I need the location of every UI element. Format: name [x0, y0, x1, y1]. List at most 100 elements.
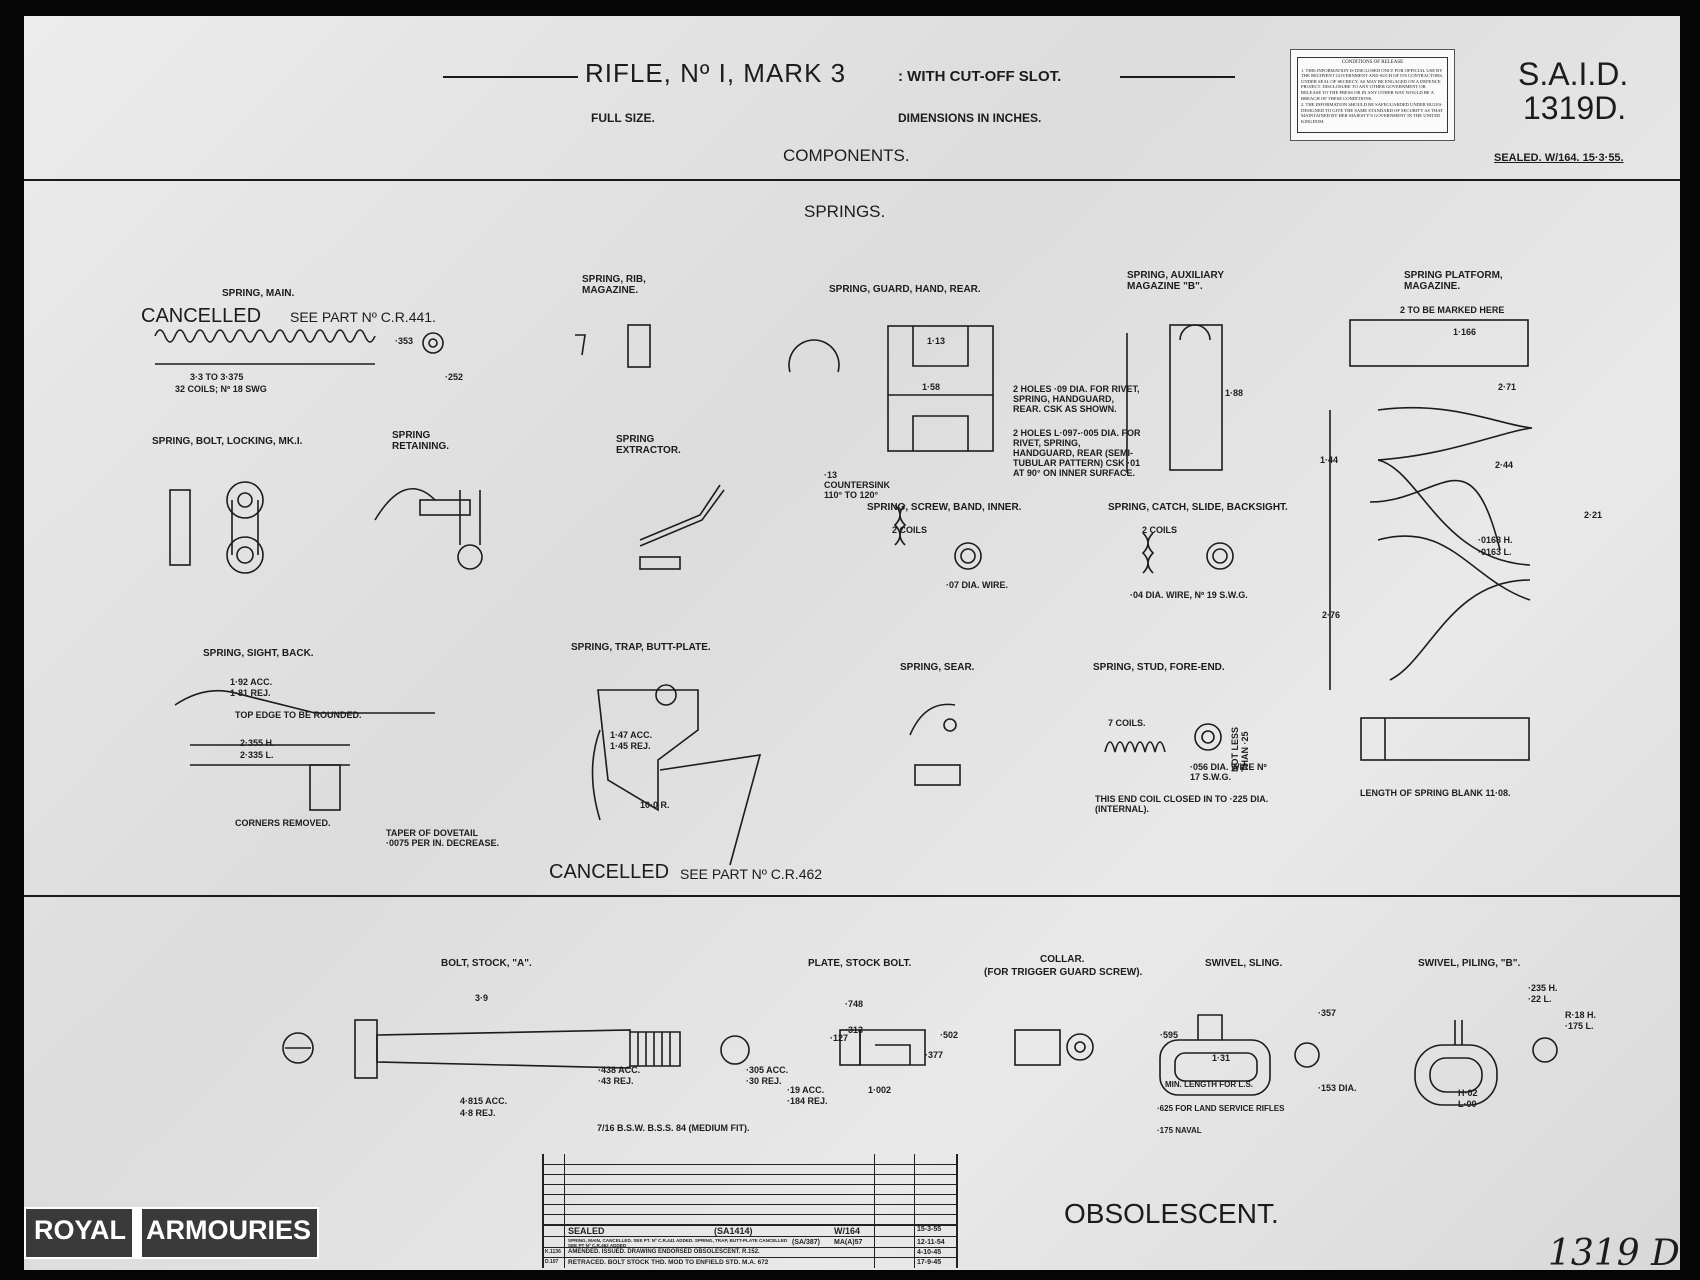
spring-sear-drawing: [909, 703, 961, 786]
revision-row-text: SEALED: [568, 1226, 605, 1236]
drawing-note: CORNERS REMOVED.: [235, 818, 331, 828]
drawing-note: ·13 COUNTERSINK 110° TO 120°: [824, 470, 891, 500]
revision-row-number: MA(A)57: [834, 1239, 863, 1246]
drawing-note: LENGTH OF SPRING BLANK 11·08.: [1360, 788, 1511, 798]
drawing-note: ·07 DIA. WIRE.: [946, 580, 1009, 590]
dimension-label: 2·44: [1495, 460, 1514, 470]
drawing-note: 7/16 B.S.W. B.S.S. 84 (MEDIUM FIT).: [597, 1123, 750, 1133]
dimension-label: 1·002: [868, 1085, 892, 1095]
dimension-label: ·30 REJ.: [746, 1076, 782, 1086]
drawing-title: RIFLE, Nº I, MARK 3: [585, 58, 847, 88]
dimension-label: 1·81 REJ.: [230, 688, 271, 698]
drawing-note: 2 HOLES L·097-·005 DIA. FOR RIVET, SPRIN…: [1013, 428, 1141, 478]
drawing-sheet: [24, 16, 1680, 1270]
dimension-label: 1·166: [1453, 327, 1477, 337]
dimension-label: ·357: [1318, 1008, 1337, 1018]
revision-row-date: 17-9-45: [917, 1259, 942, 1266]
spring-guard-hand-drawing: [788, 325, 994, 452]
dimension-label: 2·76: [1322, 610, 1341, 620]
revision-row-authority: (SA1414): [714, 1226, 753, 1236]
sheet-number: 1319 D: [1548, 1233, 1680, 1274]
part-label: SPRING, AUXILIARY MAGAZINE "B".: [1127, 270, 1224, 292]
part-label: SWIVEL, PILING, "B".: [1418, 958, 1521, 969]
part-label: SWIVEL, SLING.: [1205, 958, 1283, 969]
dimension-label: ·184 REJ.: [787, 1096, 828, 1106]
conditions-of-release-box: CONDITIONS OF RELEASE 1. THIS INFORMATIO…: [1290, 49, 1455, 141]
dimension-label: ·595: [1160, 1030, 1179, 1040]
spring-catch-slide-drawing: [1141, 532, 1234, 574]
conditions-clause-1: 1. THIS INFORMATION IS DISCLOSED ONLY FO…: [1301, 67, 1443, 101]
dimension-label: 2·335 L.: [240, 750, 274, 760]
dimension-label: 4·8 REJ.: [460, 1108, 496, 1118]
header-divider: [24, 179, 1680, 181]
obsolescent-stamp: OBSOLESCENT.: [1064, 1198, 1279, 1229]
dimension-label: 1·92 ACC.: [230, 677, 273, 687]
dimension-label: 1·31: [1212, 1053, 1231, 1063]
sealed-note: SEALED. W/164. 15·3·55.: [1494, 152, 1624, 164]
revision-row-ref: D.107: [545, 1259, 559, 1265]
part-label: SPRING EXTRACTOR.: [616, 434, 681, 456]
dimension-label: R·18 H.: [1565, 1010, 1597, 1020]
bolt-stock-drawing: [282, 1019, 750, 1079]
dimension-label: ·748: [845, 999, 864, 1009]
title-underline-right: [1120, 76, 1235, 78]
part-label: SPRING, SCREW, BAND, INNER.: [867, 502, 1022, 513]
revision-row-text: SPRING, MAIN, CANCELLED. SEE PT. Nº C.R.…: [568, 1238, 788, 1248]
dimension-label: ·502: [940, 1030, 959, 1040]
plate-stock-bolt-drawing: [839, 1029, 926, 1066]
spring-bolt-locking-drawing: [169, 481, 264, 574]
dimension-label: ·235 H.: [1528, 983, 1558, 993]
section-divider: [24, 895, 1680, 897]
cancelled-reference: SEE PART Nº C.R.462: [680, 866, 823, 882]
drawing-subtitle: : WITH CUT-OFF SLOT.: [898, 68, 1062, 85]
part-label: COLLAR.: [1040, 954, 1085, 965]
part-label: SPRING, BOLT, LOCKING, MK.I.: [152, 436, 303, 447]
part-label: SPRING RETAINING.: [392, 430, 450, 452]
dimension-label: 1·13: [927, 336, 946, 346]
revision-row-ref: K.1136: [545, 1249, 561, 1255]
revision-table: SEALED (SA1414) W/164 15-3-55 SPRING, MA…: [542, 1154, 958, 1268]
spring-stud-fore-end-drawing: [1104, 723, 1222, 753]
dimension-label: H·02: [1458, 1088, 1478, 1098]
dimension-label: ·175 L.: [1565, 1021, 1594, 1031]
drawing-note: THIS END COIL CLOSED IN TO ·225 DIA. (IN…: [1095, 794, 1269, 814]
dimension-label: ·127: [830, 1033, 849, 1043]
part-label: SPRING, SIGHT, BACK.: [203, 648, 314, 659]
revision-row-date: 15-3-55: [917, 1226, 942, 1233]
part-label: PLATE, STOCK BOLT.: [808, 958, 912, 969]
dimension-label: 1·58: [922, 382, 941, 392]
part-label: SPRING, GUARD, HAND, REAR.: [829, 284, 981, 295]
dimension-label: 2·21: [1584, 510, 1603, 520]
drawing-note: 7 COILS.: [1108, 718, 1146, 728]
cancelled-stamp: CANCELLED: [549, 861, 670, 883]
revision-row-authority: (SA/387): [792, 1239, 821, 1246]
logo-text-right: ARMOURIES: [146, 1215, 312, 1245]
revision-row-date: 12-11-54: [917, 1239, 945, 1246]
conditions-heading: CONDITIONS OF RELEASE: [1341, 60, 1404, 65]
dimension-label: L·00: [1458, 1099, 1477, 1109]
part-label: SPRING, TRAP, BUTT-PLATE.: [571, 642, 711, 653]
spring-trap-butt-plate-drawing: [591, 684, 762, 866]
spring-platform-drawing: [1329, 319, 1533, 761]
dimension-label: 1·44: [1320, 455, 1339, 465]
title-underline-left: [443, 76, 578, 78]
drawing-ref-line-1: S.A.I.D.: [1518, 56, 1629, 92]
drawing-note: ·625 FOR LAND SERVICE RIFLES: [1157, 1104, 1285, 1113]
scale-note: FULL SIZE.: [591, 111, 655, 125]
dimension-label: ·252: [445, 372, 464, 382]
drawing-note: 2 TO BE MARKED HERE: [1400, 305, 1505, 315]
drawing-note: 2 COILS: [1142, 525, 1178, 535]
dimension-label: ·438 ACC.: [598, 1065, 641, 1075]
drawing-note: TAPER OF DOVETAIL ·0075 PER IN. DECREASE…: [386, 828, 500, 848]
dimension-label: 1·88: [1225, 388, 1244, 398]
dimension-label: 1·47 ACC.: [610, 730, 653, 740]
part-label: SPRING PLATFORM, MAGAZINE.: [1404, 270, 1503, 292]
revision-row-text: AMENDED. ISSUED. DRAWING ENDORSED OBSOLE…: [568, 1249, 760, 1255]
dimension-label: 4·815 ACC.: [460, 1096, 508, 1106]
spring-screw-band-drawing: [893, 504, 982, 570]
royal-armouries-logo: ROYAL ARMOURIES: [24, 1207, 320, 1259]
logo-text-left: ROYAL: [34, 1215, 127, 1245]
part-label: SPRING, CATCH, SLIDE, BACKSIGHT.: [1108, 502, 1288, 513]
